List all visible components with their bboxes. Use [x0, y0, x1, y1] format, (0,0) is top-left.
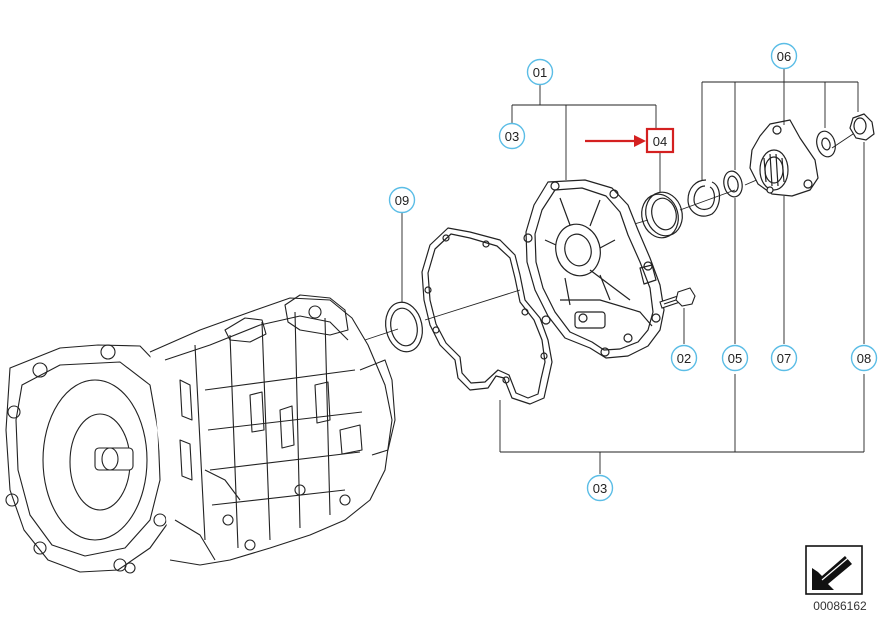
callout-04-highlighted[interactable]: 04	[645, 127, 675, 154]
callout-01-label: 01	[533, 65, 547, 80]
part-06-washer	[816, 130, 836, 158]
callout-05-label: 05	[728, 351, 742, 366]
part-04-shaft-seal	[641, 191, 683, 239]
leader-lines	[401, 68, 865, 474]
callout-09[interactable]: 09	[388, 186, 416, 214]
transmission-drawing	[5, 294, 396, 574]
drawing-reference-number: 00086162	[813, 599, 867, 613]
part-02-bolt	[659, 287, 696, 309]
part-05-washer	[723, 170, 743, 198]
callout-02-label: 02	[677, 351, 691, 366]
part-08-nut	[849, 113, 875, 141]
callout-03-bottom-label: 03	[593, 481, 607, 496]
part-09-seal-ring	[385, 301, 423, 353]
transfer-cover	[523, 179, 665, 359]
highlight-arrow	[585, 135, 646, 147]
callout-04-label: 04	[653, 134, 667, 149]
part-07-output-flange	[749, 119, 819, 197]
callout-07-label: 07	[777, 351, 791, 366]
arrow-box-icon	[805, 545, 863, 595]
callout-02[interactable]: 02	[670, 344, 698, 372]
callout-06-label: 06	[777, 49, 791, 64]
callout-03-bottom[interactable]: 03	[586, 474, 614, 502]
callout-08-label: 08	[857, 351, 871, 366]
callout-03-top[interactable]: 03	[498, 122, 526, 150]
callout-03-top-label: 03	[505, 129, 519, 144]
callout-09-label: 09	[395, 193, 409, 208]
callout-07[interactable]: 07	[770, 344, 798, 372]
part-03-gasket	[421, 227, 553, 405]
callout-01[interactable]: 01	[526, 58, 554, 86]
part-circlip	[687, 179, 721, 217]
callout-08[interactable]: 08	[850, 344, 878, 372]
callout-06[interactable]: 06	[770, 42, 798, 70]
callout-05[interactable]: 05	[721, 344, 749, 372]
